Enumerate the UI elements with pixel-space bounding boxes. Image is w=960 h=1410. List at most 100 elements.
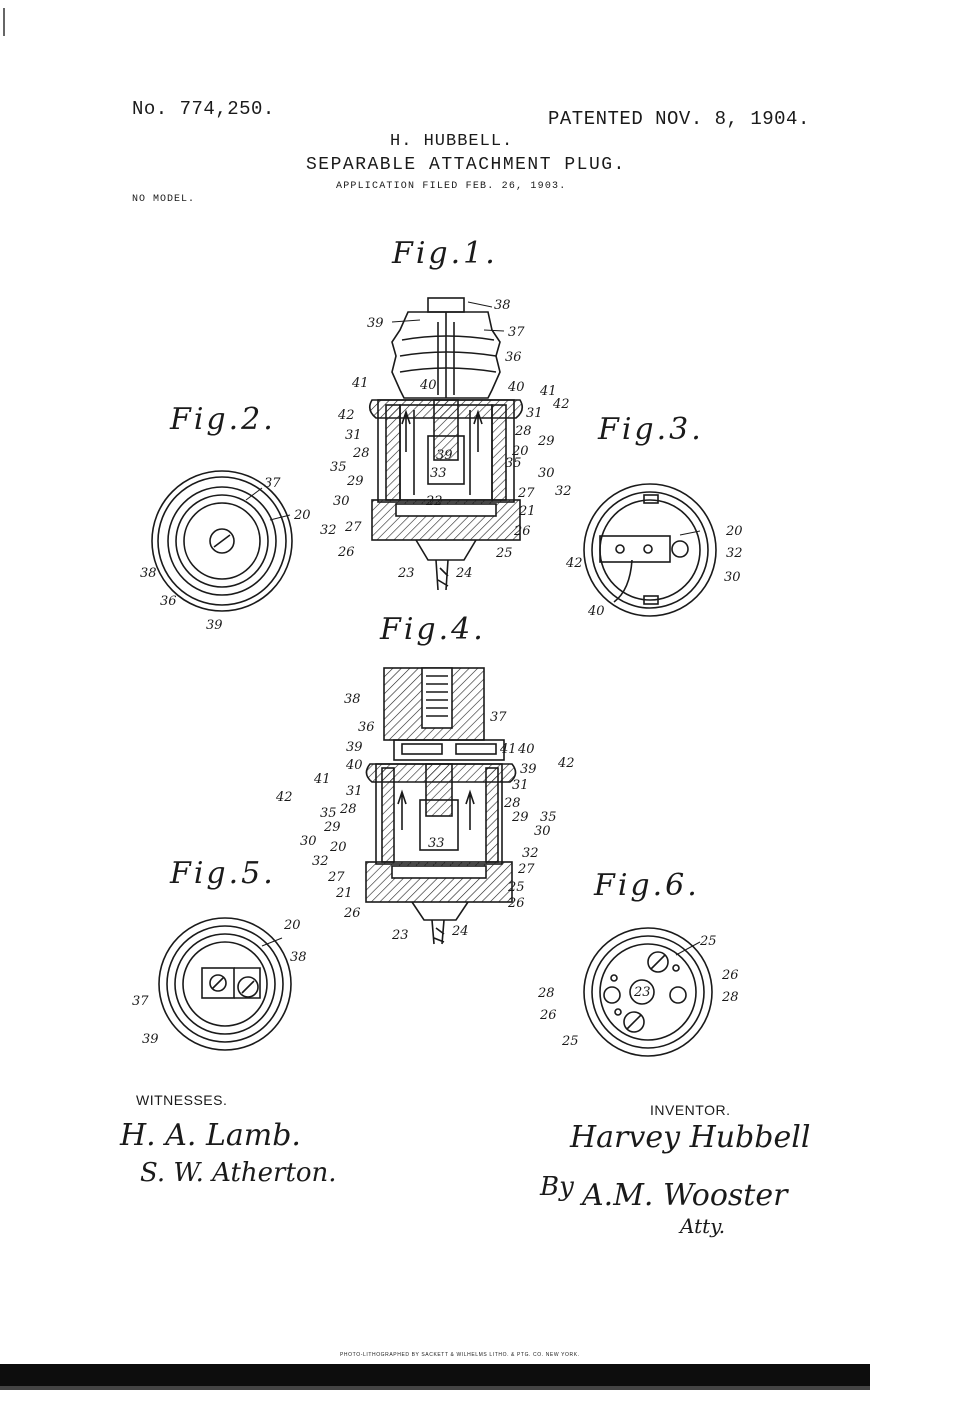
ref-numeral: 36	[160, 594, 177, 609]
ref-numeral: 32	[522, 846, 539, 861]
ref-numeral: 22	[426, 494, 443, 509]
witness-2-signature: S. W. Atherton.	[140, 1158, 337, 1188]
ref-numeral: 39	[436, 448, 453, 463]
ref-numeral: 25	[508, 880, 525, 895]
ref-numeral: 42	[338, 408, 355, 423]
ref-numeral: 26	[338, 545, 355, 560]
ref-numeral: 31	[346, 784, 363, 799]
ref-numeral: 27	[345, 520, 362, 535]
ref-numeral: 39	[367, 316, 384, 331]
ref-numeral: 20	[330, 840, 347, 855]
ref-numeral: 35	[320, 806, 337, 821]
fig4-drawing	[365, 667, 517, 945]
ref-numeral: 39	[520, 762, 537, 777]
inventor-signature: Harvey Hubbell	[570, 1120, 811, 1155]
ref-numeral: 23	[634, 985, 651, 1000]
patent-number: No. 774,250.	[132, 98, 275, 120]
ref-numeral: 28	[340, 802, 357, 817]
ref-numeral: 26	[540, 1008, 557, 1023]
ref-numeral: 29	[324, 820, 341, 835]
ref-numeral: 28	[353, 446, 370, 461]
ref-numeral: 21	[519, 504, 536, 519]
ref-numeral: 28	[538, 986, 555, 1001]
ref-numeral: 32	[726, 546, 743, 561]
fig3-drawing	[583, 483, 717, 617]
ref-numeral: 21	[336, 886, 353, 901]
ref-numeral: 37	[132, 994, 149, 1009]
fig5-drawing	[158, 917, 292, 1051]
ref-numeral: 42	[276, 790, 293, 805]
ref-numeral: 24	[452, 924, 469, 939]
ref-numeral: 32	[320, 523, 337, 538]
attorney-signature: A.M. Wooster	[582, 1178, 788, 1213]
ref-numeral: 40	[588, 604, 605, 619]
ref-numeral: 28	[515, 424, 532, 439]
patent-date: PATENTED NOV. 8, 1904.	[548, 108, 810, 130]
ref-numeral: 31	[345, 428, 362, 443]
ref-numeral: 29	[512, 810, 529, 825]
fig1-drawing	[368, 297, 524, 591]
ref-numeral: 23	[392, 928, 409, 943]
ref-numeral: 28	[722, 990, 739, 1005]
ref-numeral: 27	[328, 870, 345, 885]
fig2-label: Fig.2.	[170, 402, 276, 437]
ref-numeral: 30	[534, 824, 551, 839]
application-filed: APPLICATION FILED FEB. 26, 1903.	[336, 181, 567, 192]
ref-numeral: 30	[333, 494, 350, 509]
ref-numeral: 30	[538, 466, 555, 481]
fig3-label: Fig.3.	[598, 412, 704, 447]
ref-numeral: 37	[508, 325, 525, 340]
ref-numeral: 32	[312, 854, 329, 869]
ref-numeral: 31	[526, 406, 543, 421]
ref-numeral: 42	[558, 756, 575, 771]
ref-numeral: 38	[494, 298, 511, 313]
ref-numeral: 29	[538, 434, 555, 449]
fig4-label: Fig.4.	[380, 612, 486, 647]
ref-numeral: 20	[726, 524, 743, 539]
ref-numeral: 23	[398, 566, 415, 581]
ref-numeral: 38	[140, 566, 157, 581]
ref-numeral: 26	[508, 896, 525, 911]
ref-numeral: 29	[347, 474, 364, 489]
ref-numeral: 28	[504, 796, 521, 811]
ref-numeral: 41	[352, 376, 369, 391]
fig6-drawing	[583, 927, 713, 1057]
ref-numeral: 30	[724, 570, 741, 585]
ref-numeral: 40	[518, 742, 535, 757]
ref-numeral: 26	[344, 906, 361, 921]
lithographer-footer: PHOTO-LITHOGRAPHED BY SACKETT & WILHELMS…	[340, 1352, 580, 1358]
ref-numeral: 26	[722, 968, 739, 983]
ref-numeral: 37	[264, 476, 281, 491]
ref-numeral: 35	[505, 456, 522, 471]
ref-numeral: 25	[496, 546, 513, 561]
fig2-drawing	[151, 470, 293, 612]
ref-numeral: 39	[206, 618, 223, 633]
ref-numeral: 33	[430, 466, 447, 481]
ref-numeral: 40	[508, 380, 525, 395]
ref-numeral: 20	[294, 508, 311, 523]
ref-numeral: 20	[512, 444, 529, 459]
inventor-header: H. HUBBELL.	[390, 132, 514, 151]
ref-numeral: 35	[330, 460, 347, 475]
ref-numeral: 20	[284, 918, 301, 933]
witness-1-signature: H. A. Lamb.	[120, 1118, 301, 1153]
inventor-label: INVENTOR.	[650, 1102, 731, 1118]
ref-numeral: 36	[505, 350, 522, 365]
ref-numeral: 39	[346, 740, 363, 755]
ref-numeral: 37	[490, 710, 507, 725]
ref-numeral: 31	[512, 778, 529, 793]
ref-numeral: 41	[540, 384, 557, 399]
fig5-label: Fig.5.	[170, 856, 276, 891]
ref-numeral: 32	[555, 484, 572, 499]
atty-label: Atty.	[680, 1214, 726, 1238]
witnesses-label: WITNESSES.	[136, 1092, 228, 1108]
ref-numeral: 24	[456, 566, 473, 581]
ref-numeral: 27	[518, 486, 535, 501]
patent-title: SEPARABLE ATTACHMENT PLUG.	[306, 155, 626, 175]
ref-numeral: 36	[358, 720, 375, 735]
ref-numeral: 42	[553, 397, 570, 412]
ref-numeral: 38	[344, 692, 361, 707]
ref-numeral: 39	[142, 1032, 159, 1047]
fig1-label: Fig.1.	[392, 236, 498, 271]
